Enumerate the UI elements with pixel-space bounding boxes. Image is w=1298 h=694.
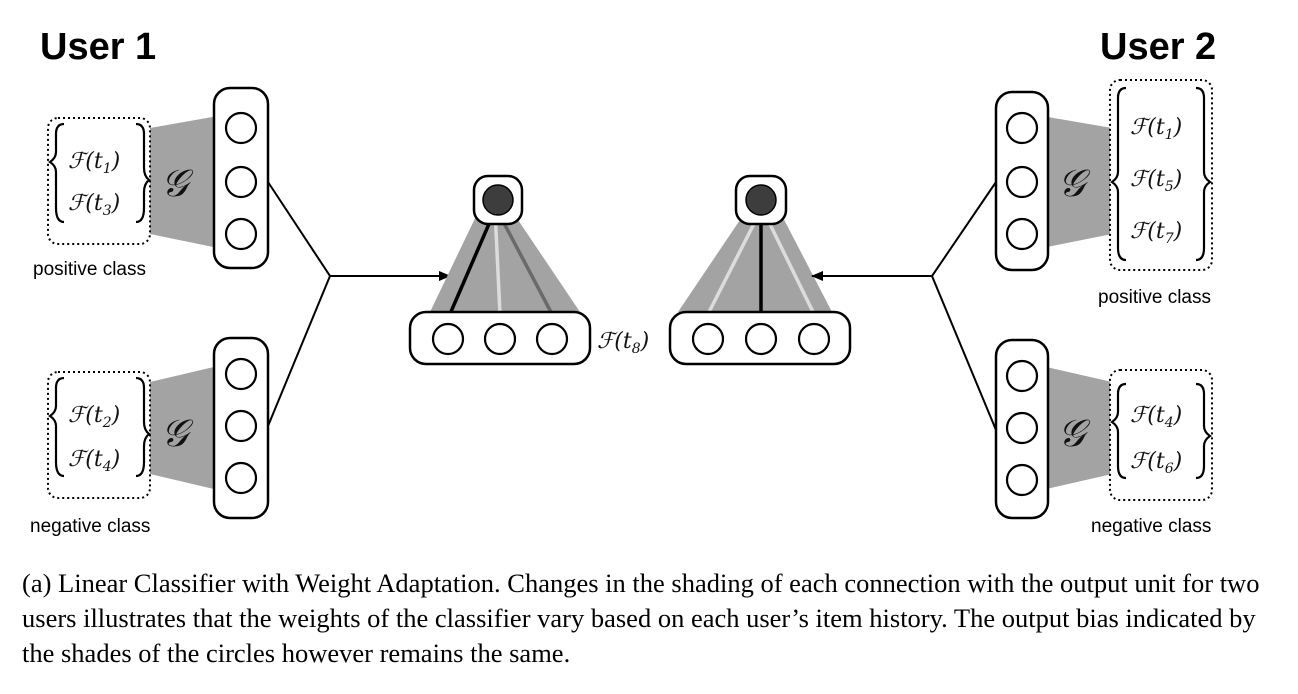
- user-2-positive-class-label: positive class: [1098, 287, 1211, 308]
- feature-fn-symbol: ℱ: [1130, 403, 1151, 428]
- user-1-negative-unit-3: [224, 461, 258, 495]
- user-2-weight-3: [761, 209, 816, 315]
- user-1-negative-item-1-label: ℱ(t2): [68, 403, 120, 431]
- user-2-positive-item-1-label: ℱ(t1): [1130, 115, 1182, 143]
- figure-caption: (a) Linear Classifier with Weight Adapta…: [22, 568, 1260, 668]
- user-1-positive-class-label: positive class: [33, 259, 146, 280]
- feature-fn-symbol: ℱ: [68, 403, 89, 428]
- user-1-negative-left-brace: [48, 376, 65, 478]
- user-1-negative-projection-shade: [150, 366, 218, 490]
- user-1-weight-1: [448, 209, 497, 315]
- user-1-negative-unit-1: [224, 357, 258, 391]
- user-2-positive-left-brace: [1110, 86, 1127, 262]
- user-2-merge-lines: [930, 181, 997, 431]
- feature-fn-symbol: ℱ: [597, 329, 618, 354]
- user-2-negative-item-2-label: ℱ(t6): [1130, 449, 1182, 477]
- user-1-positive-left-brace: [48, 122, 65, 224]
- feature-fn-symbol: ℱ: [1130, 167, 1151, 192]
- user-2-negative-item-set: [1109, 369, 1213, 501]
- user-2-negative-left-brace: [1110, 382, 1127, 480]
- user-2-classifier-shade: [678, 208, 832, 312]
- user-2-positive-unit-3: [1005, 217, 1039, 251]
- user-1-positive-item-2-label: ℱ(t3): [68, 191, 120, 219]
- user-2-negative-item-1-label: ℱ(t4): [1130, 403, 1182, 431]
- user-1-title: User 1: [40, 26, 157, 68]
- user-1-positive-unit-1: [224, 111, 258, 145]
- feature-fn-symbol: ℱ: [1130, 449, 1151, 474]
- user-2-query-unit-3: [797, 322, 831, 356]
- user-2-negative-projection-shade: [1042, 366, 1112, 490]
- feature-fn-symbol: ℱ: [1130, 219, 1151, 244]
- user-2-positive-projection-shade: [1042, 116, 1112, 248]
- feature-fn-symbol: ℱ: [68, 149, 89, 174]
- user-2-positive-unit-2: [1005, 165, 1039, 199]
- user-1-positive-item-1-label: ℱ(t1): [68, 149, 120, 177]
- user-1-positive-item-set: [47, 117, 151, 245]
- user-2-query-unit-2: [744, 322, 778, 356]
- query-item-label: ℱ(t8): [597, 329, 649, 357]
- user-1-query-unit-1: [431, 322, 465, 356]
- user-2-output-unit: [745, 184, 777, 216]
- user-1-classifier-shade: [430, 208, 580, 312]
- user-2-negative-unit-3: [1005, 463, 1039, 497]
- user-2-weight-1: [706, 209, 763, 315]
- user-1-merge-lines: [267, 181, 332, 427]
- feature-fn-symbol: ℱ: [68, 191, 89, 216]
- user-2-positive-item-3-label: ℱ(t7): [1130, 219, 1182, 247]
- user-1-positive-projection-shade: [150, 116, 218, 248]
- user-2-title: User 2: [1100, 26, 1217, 68]
- network-diagram: ℱ(t1) ℱ(t3) 𝒢 ℱ(t2) ℱ(t4) 𝒢: [47, 79, 1213, 520]
- user-1-positive-right-brace: [135, 122, 151, 224]
- feature-fn-symbol: ℱ: [1130, 115, 1151, 140]
- user-1-positive-unit-3: [224, 217, 258, 251]
- user-2-negative-unit-2: [1005, 411, 1039, 445]
- user-1-positive-unit-2: [224, 165, 258, 199]
- user-2-positive-right-brace: [1195, 86, 1212, 262]
- user-1-output-unit: [482, 184, 514, 216]
- user-1-negative-right-brace: [135, 376, 151, 478]
- user-1-negative-class-label: negative class: [30, 516, 151, 537]
- user-1-weight-3: [495, 209, 554, 315]
- user-1-negative-item-set: [47, 371, 151, 499]
- user-1-query-unit-3: [535, 322, 569, 356]
- user-2-positive-item-2-label: ℱ(t5): [1130, 167, 1182, 195]
- user-2-negative-right-brace: [1195, 382, 1212, 480]
- user-2-query-unit-1: [691, 322, 725, 356]
- user-1-query-unit-2: [483, 322, 517, 356]
- user-2-negative-unit-1: [1005, 359, 1039, 393]
- user-1-weight-2: [493, 209, 502, 315]
- user-2-negative-class-label: negative class: [1091, 516, 1212, 537]
- user-1-negative-item-2-label: ℱ(t4): [68, 447, 120, 475]
- user-1-negative-unit-2: [224, 409, 258, 443]
- user-2-positive-unit-1: [1005, 111, 1039, 145]
- user-2-positive-item-set: [1109, 79, 1213, 271]
- feature-fn-symbol: ℱ: [68, 447, 89, 472]
